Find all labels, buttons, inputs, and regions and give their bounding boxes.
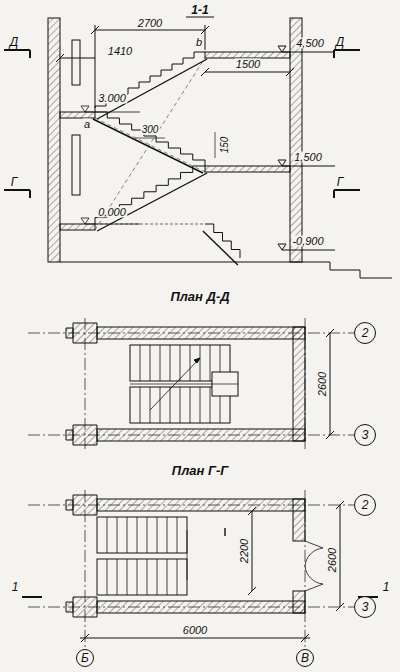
- tread-line: [137, 559, 138, 595]
- tread-line: [147, 517, 148, 553]
- point-label: b: [195, 37, 203, 48]
- stair-slab: [97, 59, 207, 119]
- axis-label: 3: [362, 429, 369, 441]
- tread-line: [150, 345, 151, 381]
- section-title: 1-1: [190, 4, 209, 16]
- stair-slab: [97, 173, 207, 231]
- dimension: 1500: [235, 59, 261, 70]
- tread-line: [170, 387, 171, 423]
- axis-circle: 2: [354, 494, 376, 516]
- section-mark: Г: [10, 176, 19, 188]
- tread-line: [117, 559, 118, 595]
- stair-slab: [203, 231, 238, 265]
- dimension: 2600: [327, 547, 338, 573]
- axis-circle: Б: [76, 649, 94, 667]
- tread-line: [127, 517, 128, 553]
- tread-line: [210, 345, 211, 381]
- tread-line: [180, 387, 181, 423]
- tread-line: [150, 387, 151, 423]
- level-mark: -0,900: [291, 236, 324, 247]
- dimension: 2600: [317, 371, 328, 397]
- stair-steps: [205, 224, 240, 258]
- section-mark: Д: [9, 36, 19, 48]
- tread-line: [177, 517, 178, 553]
- dimension: 2700: [137, 18, 163, 29]
- section-mark: 1: [382, 581, 391, 593]
- level-mark: 3.000: [97, 93, 127, 104]
- stair-steps: [95, 166, 205, 224]
- tread-line: [160, 345, 161, 381]
- tread-line: [127, 559, 128, 595]
- axis-circle: 3: [354, 424, 376, 446]
- axis-label: Б: [81, 652, 89, 664]
- tread-line: [137, 517, 138, 553]
- axis-circle: 3: [354, 596, 376, 618]
- stair-steps: [95, 112, 205, 166]
- dimension: 6000: [182, 625, 208, 636]
- stair-slab: [93, 119, 203, 173]
- tread-line: [160, 387, 161, 423]
- level-mark: 4,500: [295, 38, 325, 49]
- dimension: 300: [141, 125, 160, 135]
- level-mark: 1,500: [293, 152, 323, 163]
- tread-line: [167, 517, 168, 553]
- dimension: 1410: [107, 46, 133, 57]
- plan-caption: План Д-Д: [169, 290, 230, 303]
- tread-line: [147, 559, 148, 595]
- axis-label: 2: [362, 327, 369, 339]
- axis-label: 2: [362, 499, 369, 511]
- stair-steps: [95, 52, 205, 112]
- dimension: 2200: [239, 538, 250, 564]
- dimension: 150: [220, 136, 230, 155]
- tread-line: [157, 559, 158, 595]
- tread-line: [200, 345, 201, 381]
- axis-label: В: [301, 652, 309, 664]
- level-mark: 0,000: [97, 207, 127, 218]
- section-mark: Г: [336, 176, 345, 188]
- tread-line: [140, 387, 141, 423]
- tread-line: [157, 517, 158, 553]
- tread-line: [190, 345, 191, 381]
- section-mark: 1: [11, 581, 20, 593]
- tread-line: [170, 345, 171, 381]
- tread-line: [117, 517, 118, 553]
- section-mark: Д: [335, 36, 345, 48]
- tread-line: [140, 345, 141, 381]
- tread-line: [210, 387, 211, 423]
- tread-line: [107, 559, 108, 595]
- tread-line: [180, 345, 181, 381]
- tread-line: [190, 387, 191, 423]
- tread-line: [177, 559, 178, 595]
- axis-label: 3: [362, 601, 369, 613]
- plan-caption: План Г-Г: [171, 464, 229, 477]
- axis-circle: В: [296, 649, 314, 667]
- tread-line: [107, 517, 108, 553]
- tread-line: [167, 559, 168, 595]
- point-label: a: [83, 119, 91, 130]
- axis-circle: 2: [354, 322, 376, 344]
- tread-line: [200, 387, 201, 423]
